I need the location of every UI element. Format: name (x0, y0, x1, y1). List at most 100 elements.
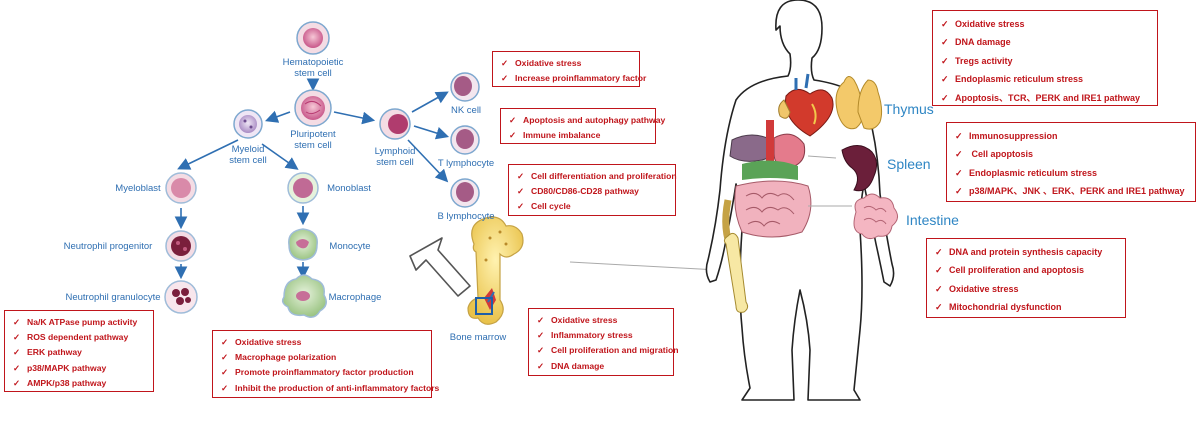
effect-item: ✓DNA damage (537, 359, 665, 374)
lineage-arrows (174, 78, 450, 280)
effect-item: ✓p38/MAPK pathway (13, 361, 145, 376)
effect-item: ✓Cell proliferation and migration (537, 343, 678, 358)
effect-item: ✓Oxidative stress (935, 280, 1117, 298)
effect-item: ✓ Endoplasmic reticulum stress (941, 70, 1149, 88)
nk-cell (450, 72, 480, 102)
label-spleen: Spleen (887, 156, 931, 172)
macrophage-effects-list: ✓ Oxidative stress ✓Macrophage polarizatio… (221, 335, 439, 396)
effect-item: ✓Immunosuppression (955, 127, 1187, 145)
label-nk-cell: NK cell (450, 105, 482, 116)
label-myeloid-stem-cell: Myeloid stem cell (229, 144, 267, 166)
monocyte-cell (288, 228, 318, 261)
check-icon: ✓ (537, 360, 545, 371)
box-bone-marrow-effects: ✓Oxidative stress ✓ Inflammatory stress ✓Ce… (528, 308, 678, 376)
check-icon: ✓ (517, 171, 525, 181)
effect-text: Apoptosis、TCR、PERK and IRE1 pathway (955, 92, 1141, 103)
monoblast-cell (287, 172, 319, 204)
effect-item: ✓ DNA and protein synthesis capacity (935, 243, 1117, 261)
effect-text: Endoplasmic reticulum stress (969, 167, 1098, 178)
effect-item: ✓ Inflammatory stress (537, 328, 665, 343)
label-neutrophil-progenitor: Neutrophil progenitor (63, 241, 153, 252)
nk-effects-list: ✓Oxidative stress✓Increase proinflammato… (501, 56, 646, 86)
organ-connector-lines (807, 155, 852, 207)
effect-text: Inhibit the production of anti-inflammat… (235, 382, 440, 393)
effect-item: ✓Oxidative stress (537, 313, 665, 328)
box-t-lymphocyte-effects: ✓Apoptosis and autophagy pathway✓Immune … (500, 108, 665, 144)
check-icon: ✓ (501, 73, 509, 84)
neutrophil-granulocyte-cell (164, 280, 198, 314)
effect-item: ✓Cell cycle (517, 199, 667, 214)
check-icon: ✓ (935, 247, 943, 257)
effect-text: Cell cycle (531, 201, 571, 212)
effect-item: ✓Macrophage polarization (221, 350, 423, 365)
effect-text: Cell apoptosis (969, 149, 1034, 160)
effect-item: ✓Cell differentiation and proliferation (517, 169, 677, 184)
check-icon: ✓ (221, 337, 229, 347)
check-icon: ✓ (501, 58, 509, 68)
effect-item: ✓ Tregs activity (941, 52, 1149, 70)
effect-text: Immunosuppression (969, 131, 1058, 141)
effect-text: DNA and protein synthesis capacity (949, 247, 1103, 257)
check-icon: ✓ (537, 345, 545, 356)
intestine-illustration (853, 193, 898, 240)
effect-item: ✓ Apoptosis、TCR、PERK and IRE1 pathway (941, 89, 1149, 107)
neutrophil-progenitor-cell (165, 230, 197, 262)
effect-text: CD80/CD86-CD28 pathway (531, 186, 639, 197)
check-icon: ✓ (935, 302, 943, 313)
abdominal-organs (722, 120, 812, 252)
effect-item: ✓Cell proliferation and apoptosis (935, 261, 1117, 279)
heart-illustration (785, 73, 834, 137)
label-intestine: Intestine (906, 212, 959, 228)
check-icon: ✓ (941, 55, 949, 66)
spleen-illustration (841, 145, 878, 192)
effect-text: Inflammatory stress (551, 330, 633, 341)
check-icon: ✓ (13, 362, 21, 373)
check-icon: ✓ (509, 115, 517, 125)
label-monoblast: Monoblast (327, 183, 371, 194)
check-icon: ✓ (941, 92, 949, 103)
myeloid-stem-cell (233, 109, 263, 139)
pluripotent-stem-cell (294, 89, 332, 127)
b-effects-list: ✓Cell differentiation and proliferation✓… (517, 169, 677, 215)
check-icon: ✓ (941, 19, 949, 29)
bone-marrow-illustration (467, 216, 524, 325)
effect-text: Mitochondrial dysfunction (949, 302, 1062, 313)
check-icon: ✓ (955, 167, 963, 178)
label-myeloblast: Myeloblast (115, 183, 161, 194)
check-icon: ✓ (13, 347, 21, 358)
effect-text: Oxidative stress (235, 337, 302, 347)
effect-item: ✓ Cell apoptosis (955, 145, 1187, 163)
effect-text: Promote proinflammatory factor productio… (235, 367, 414, 378)
check-icon: ✓ (537, 330, 545, 341)
effect-text: ROS dependent pathway (27, 332, 129, 343)
check-icon: ✓ (955, 186, 963, 197)
neutrophil-effects-list: ✓Na/K ATPase pump activity✓ROS dependent… (13, 315, 145, 391)
box-intestine-effects: ✓DNA and protein synthesis capacity✓Cell… (926, 238, 1126, 318)
effect-item: ✓ Mitochondrial dysfunction (935, 298, 1117, 316)
effect-item: ✓Promote proinflammatory factor producti… (221, 365, 423, 380)
effect-item: ✓CD80/CD86-CD28 pathway (517, 184, 667, 199)
effect-item: ✓Inhibit the production of anti-inflamma… (221, 381, 439, 396)
effect-item: ✓Increase proinflammatory factor (501, 71, 646, 86)
label-hematopoietic-stem-cell: Hematopoietic stem cell (282, 57, 344, 79)
large-hollow-arrow (409, 237, 471, 297)
effect-item: ✓Apoptosis and autophagy pathway (509, 113, 665, 128)
check-icon: ✓ (13, 317, 21, 327)
macrophage-cell (281, 274, 327, 318)
box-b-lymphocyte-effects: ✓Cell differentiation and proliferation✓… (508, 164, 677, 216)
box-thymus-effects: ✓Oxidative stress✓DNA damage✓Tregs activ… (932, 10, 1158, 106)
bone-connector-line (569, 261, 719, 271)
effect-item: ✓DNA damage (941, 33, 1149, 51)
effect-item: ✓Immune imbalance (509, 128, 647, 143)
effect-item: ✓p38/MAPK、JNK 、ERK、PERK and IRE1 pathway (955, 182, 1187, 200)
check-icon: ✓ (941, 37, 949, 48)
effect-text: Tregs activity (955, 55, 1013, 66)
effect-item: ✓ROS dependent pathway (13, 330, 145, 345)
check-icon: ✓ (941, 74, 949, 85)
label-bone-marrow: Bone marrow (449, 332, 507, 343)
femur-in-body (723, 232, 749, 313)
effect-text: Endoplasmic reticulum stress (955, 74, 1084, 85)
effect-text: Cell proliferation and apoptosis (949, 265, 1085, 276)
t-lymphocyte (450, 125, 480, 155)
